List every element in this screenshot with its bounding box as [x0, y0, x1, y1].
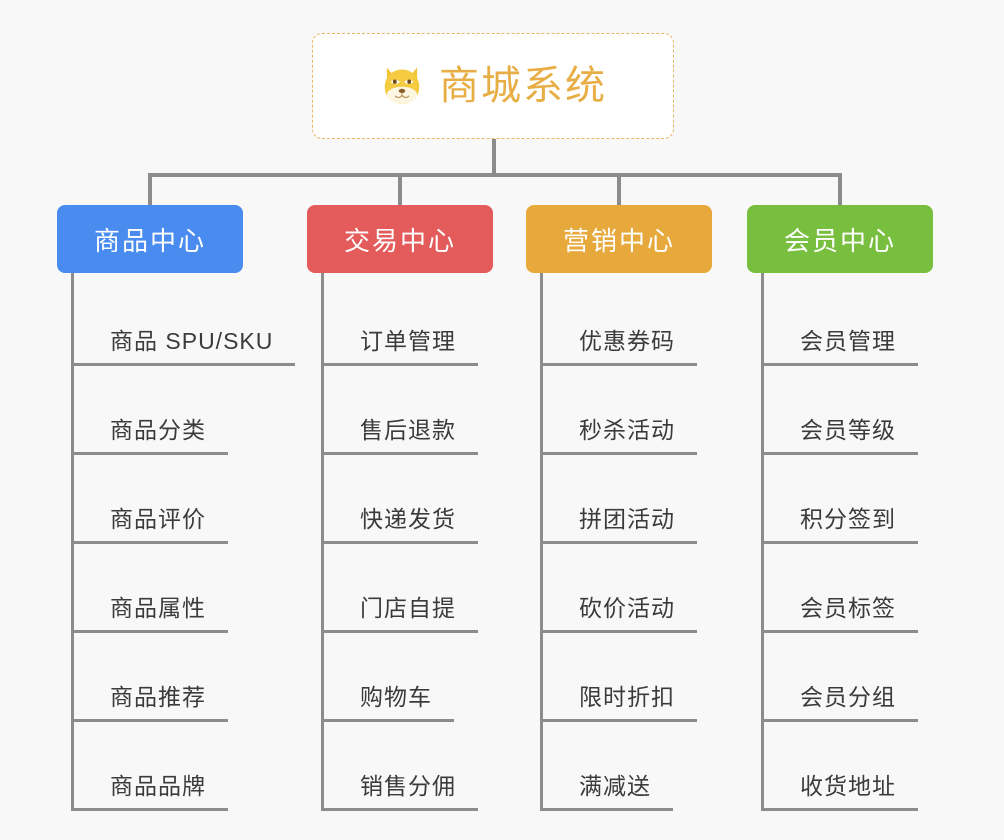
shiba-dog-emoji-icon [384, 67, 420, 104]
leaf-label: 会员标签 [764, 597, 918, 633]
category-label-3: 营销中心 [562, 225, 675, 256]
leaf-label: 砍价活动 [543, 597, 697, 633]
leaf-label: 快递发货 [324, 508, 478, 544]
list-item[interactable]: 订单管理 [324, 277, 493, 366]
branch-column-2: 交易中心 订单管理 售后退款 快递发货 门店自提 购物车 销售分佣 [307, 205, 493, 811]
category-label-4: 会员中心 [783, 225, 896, 256]
leaf-label: 商品 SPU/SKU [74, 330, 296, 366]
list-item[interactable]: 优惠券码 [543, 277, 712, 366]
list-item[interactable]: 满减送 [543, 722, 712, 811]
list-item[interactable]: 商品 SPU/SKU [74, 277, 296, 366]
list-item[interactable]: 会员标签 [764, 544, 933, 633]
list-item[interactable]: 限时折扣 [543, 633, 712, 722]
list-item[interactable]: 会员等级 [764, 366, 933, 455]
leaf-list-2: 订单管理 售后退款 快递发货 门店自提 购物车 销售分佣 [321, 273, 493, 811]
list-item[interactable]: 收货地址 [764, 722, 933, 811]
connector-drop-2 [398, 173, 402, 207]
root-title: 商城系统 [439, 64, 607, 108]
leaf-label: 优惠券码 [543, 330, 697, 366]
leaf-label: 会员分组 [764, 686, 918, 722]
list-item[interactable]: 会员分组 [764, 633, 933, 722]
list-item[interactable]: 商品分类 [74, 366, 295, 455]
list-item[interactable]: 快递发货 [324, 455, 493, 544]
list-item[interactable]: 积分签到 [764, 455, 933, 544]
leaf-label: 商品品牌 [74, 775, 228, 811]
leaf-label: 售后退款 [324, 419, 478, 455]
leaf-label: 秒杀活动 [543, 419, 697, 455]
leaf-label: 商品推荐 [74, 686, 228, 722]
list-item[interactable]: 拼团活动 [543, 455, 712, 544]
leaf-label: 购物车 [324, 686, 454, 722]
leaf-label: 积分签到 [764, 508, 918, 544]
root-node[interactable]: 商城系统 [312, 33, 674, 139]
list-item[interactable]: 商品推荐 [74, 633, 295, 722]
category-node-3[interactable]: 营销中心 [526, 205, 712, 273]
list-item[interactable]: 购物车 [324, 633, 493, 722]
list-item[interactable]: 售后退款 [324, 366, 493, 455]
list-item[interactable]: 门店自提 [324, 544, 493, 633]
leaf-label: 会员管理 [764, 330, 918, 366]
leaf-list-4: 会员管理 会员等级 积分签到 会员标签 会员分组 收货地址 [761, 273, 933, 811]
connector-drop-3 [617, 173, 621, 207]
leaf-label: 订单管理 [324, 330, 478, 366]
connector-root-stem [492, 139, 496, 175]
category-label-1: 商品中心 [93, 225, 206, 256]
branch-column-1: 商品中心 商品 SPU/SKU 商品分类 商品评价 商品属性 商品推荐 商品品牌 [57, 205, 296, 811]
list-item[interactable]: 商品品牌 [74, 722, 295, 811]
list-item[interactable]: 秒杀活动 [543, 366, 712, 455]
connector-horizontal-bus [148, 173, 842, 177]
branch-column-3: 营销中心 优惠券码 秒杀活动 拼团活动 砍价活动 限时折扣 满减送 [526, 205, 712, 811]
category-label-2: 交易中心 [343, 225, 456, 256]
branch-column-4: 会员中心 会员管理 会员等级 积分签到 会员标签 会员分组 收货地址 [747, 205, 933, 811]
list-item[interactable]: 砍价活动 [543, 544, 712, 633]
category-node-2[interactable]: 交易中心 [307, 205, 493, 273]
category-node-1[interactable]: 商品中心 [57, 205, 243, 273]
list-item[interactable]: 会员管理 [764, 277, 933, 366]
leaf-list-3: 优惠券码 秒杀活动 拼团活动 砍价活动 限时折扣 满减送 [540, 273, 712, 811]
list-item[interactable]: 销售分佣 [324, 722, 493, 811]
list-item[interactable]: 商品属性 [74, 544, 295, 633]
leaf-label: 会员等级 [764, 419, 918, 455]
leaf-label: 拼团活动 [543, 508, 697, 544]
category-node-4[interactable]: 会员中心 [747, 205, 933, 273]
connector-drop-1 [148, 173, 152, 207]
leaf-label: 商品属性 [74, 597, 228, 633]
leaf-label: 满减送 [543, 775, 673, 811]
leaf-label: 销售分佣 [324, 775, 478, 811]
leaf-label: 商品评价 [74, 508, 228, 544]
leaf-label: 收货地址 [764, 775, 918, 811]
leaf-label: 限时折扣 [543, 686, 697, 722]
connector-drop-4 [838, 173, 842, 207]
list-item[interactable]: 商品评价 [74, 455, 295, 544]
leaf-label: 商品分类 [74, 419, 228, 455]
leaf-label: 门店自提 [324, 597, 478, 633]
leaf-list-1: 商品 SPU/SKU 商品分类 商品评价 商品属性 商品推荐 商品品牌 [71, 273, 296, 811]
